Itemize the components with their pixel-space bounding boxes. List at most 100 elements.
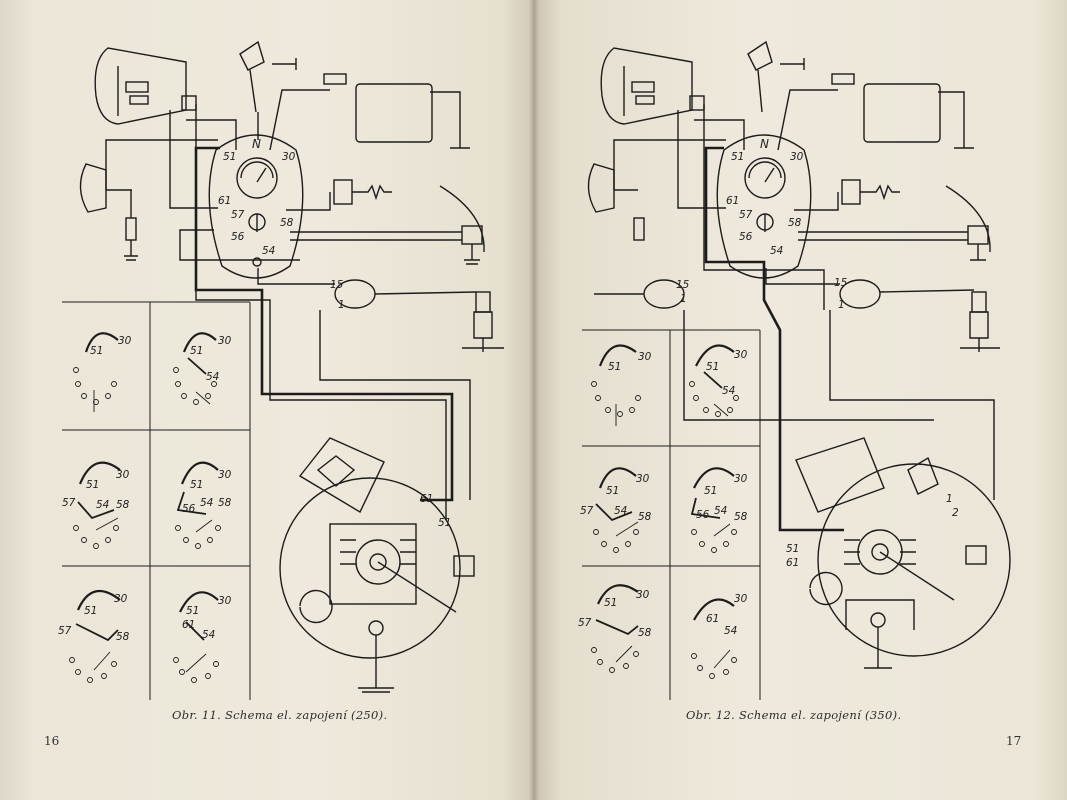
coil2-terminal-15: 15 [834,277,848,289]
panel-label: 30 [116,469,130,481]
panel-label: 58 [734,511,748,523]
panel-label: 30 [734,593,748,605]
terminal-30: 30 [282,151,296,163]
wiring-diagram-250: N 51 30 61 57 56 58 54 15 1 61 51 51 30 … [58,40,504,700]
panel-label: 51 [86,479,99,491]
junction-box [689,95,705,111]
page-number-right: 17 [1006,734,1022,748]
voltage-regulator [795,437,885,513]
panel-label: 51 [604,597,617,609]
panel-label: 30 [636,473,650,485]
spark-plug-icon [960,291,1000,352]
panel-6-arc [179,591,219,613]
dimmer-switch [633,217,645,241]
panel-label: 57 [58,625,72,637]
relay [333,179,353,205]
condenser [965,545,987,565]
panel-label: 30 [638,351,652,363]
panel-label: 61 [706,613,719,625]
switch-positions-grid [62,301,251,700]
terminal-58: 58 [788,217,802,229]
panel-label: 51 [186,605,199,617]
panel-label: 30 [218,469,232,481]
panel-label: 54 [206,371,219,383]
junction-box [181,95,197,111]
panel-label: 30 [734,349,748,361]
panel-label: 51 [190,345,203,357]
horn-icon [79,163,132,213]
terminal-54: 54 [770,245,783,257]
figure-caption-11: Obr. 11. Schema el. zapojení (250). [172,708,388,722]
contact-breaker [368,620,384,636]
panel-label: 51 [84,605,97,617]
terminal-61: 61 [726,195,739,207]
magneto-terminal-61: 61 [420,493,433,505]
panel-label: 51 [608,361,621,373]
panel-label: 54 [714,505,727,517]
book-gutter [529,0,539,800]
terminal-57: 57 [739,209,753,221]
headlamp-icon [600,47,693,125]
panel-label: 30 [114,593,128,605]
panel-1-arc [84,332,119,353]
coil1-terminal-15: 15 [676,279,690,291]
panel-label: 54 [724,625,737,637]
fuse [831,73,855,85]
panel-label: 54 [202,629,215,641]
terminal-54: 54 [262,245,275,257]
ammeter-dial [744,157,786,199]
terminal-56: 56 [231,231,245,243]
terminal-51: 51 [731,151,744,163]
neutral-label: N [760,137,769,151]
panel-label: 58 [638,511,652,523]
panel-label: 57 [580,505,594,517]
panel-label: 51 [706,361,719,373]
terminal-56: 56 [739,231,753,243]
panel-label: 54 [722,385,735,397]
panel-5-arc [76,589,121,611]
contact-breaker [870,612,886,628]
magneto-terminal-2: 2 [952,507,959,519]
coil-terminal-15: 15 [330,279,344,291]
panel-label: 56 [696,509,710,521]
dimmer-switch [125,217,137,241]
terminal-57: 57 [231,209,245,221]
panel-label: 30 [734,473,748,485]
coil-terminal-1: 1 [338,299,345,311]
panel-4-arc [180,461,219,485]
main-cable [194,146,454,502]
panel-label: 58 [638,627,652,639]
panel-3-arc [78,461,121,485]
panel-label: 54 [614,505,627,517]
cutout [907,456,939,495]
magneto-dynamo [817,463,1011,657]
panel-label: 57 [578,617,592,629]
magneto-terminal-51: 51 [786,543,799,555]
headlamp-icon [94,47,187,125]
panel-label: 58 [116,631,130,643]
panel-label: 58 [116,499,130,511]
panel-label: 30 [636,589,650,601]
magneto-terminal-61: 61 [786,557,799,569]
ammeter-dial [236,157,278,199]
neutral-label: N [252,137,261,151]
horn-button-icon [747,40,805,113]
main-cable [704,146,844,532]
spark-plug-icon [462,291,504,352]
ignition-coil-2 [839,279,881,309]
wiring-diagram-350: N 51 30 61 57 56 58 54 15 1 15 1 51 61 1… [578,40,1011,700]
panel-label: 51 [190,479,203,491]
magneto-terminal-51: 51 [438,517,451,529]
condenser [453,555,475,577]
tail-lamp-icon [439,185,485,265]
terminal-51: 51 [223,151,236,163]
panel-label: 51 [606,485,619,497]
voltage-regulator [298,437,385,513]
figure-caption-12: Obr. 12. Schema el. zapojení (350). [686,708,902,722]
panel-label: 61 [182,619,195,631]
panel-label: 57 [62,497,76,509]
right-page: N 51 30 61 57 56 58 54 15 1 15 1 51 61 1… [534,0,1067,800]
coil1-terminal-1: 1 [680,293,687,305]
panel-label: 30 [218,335,232,347]
